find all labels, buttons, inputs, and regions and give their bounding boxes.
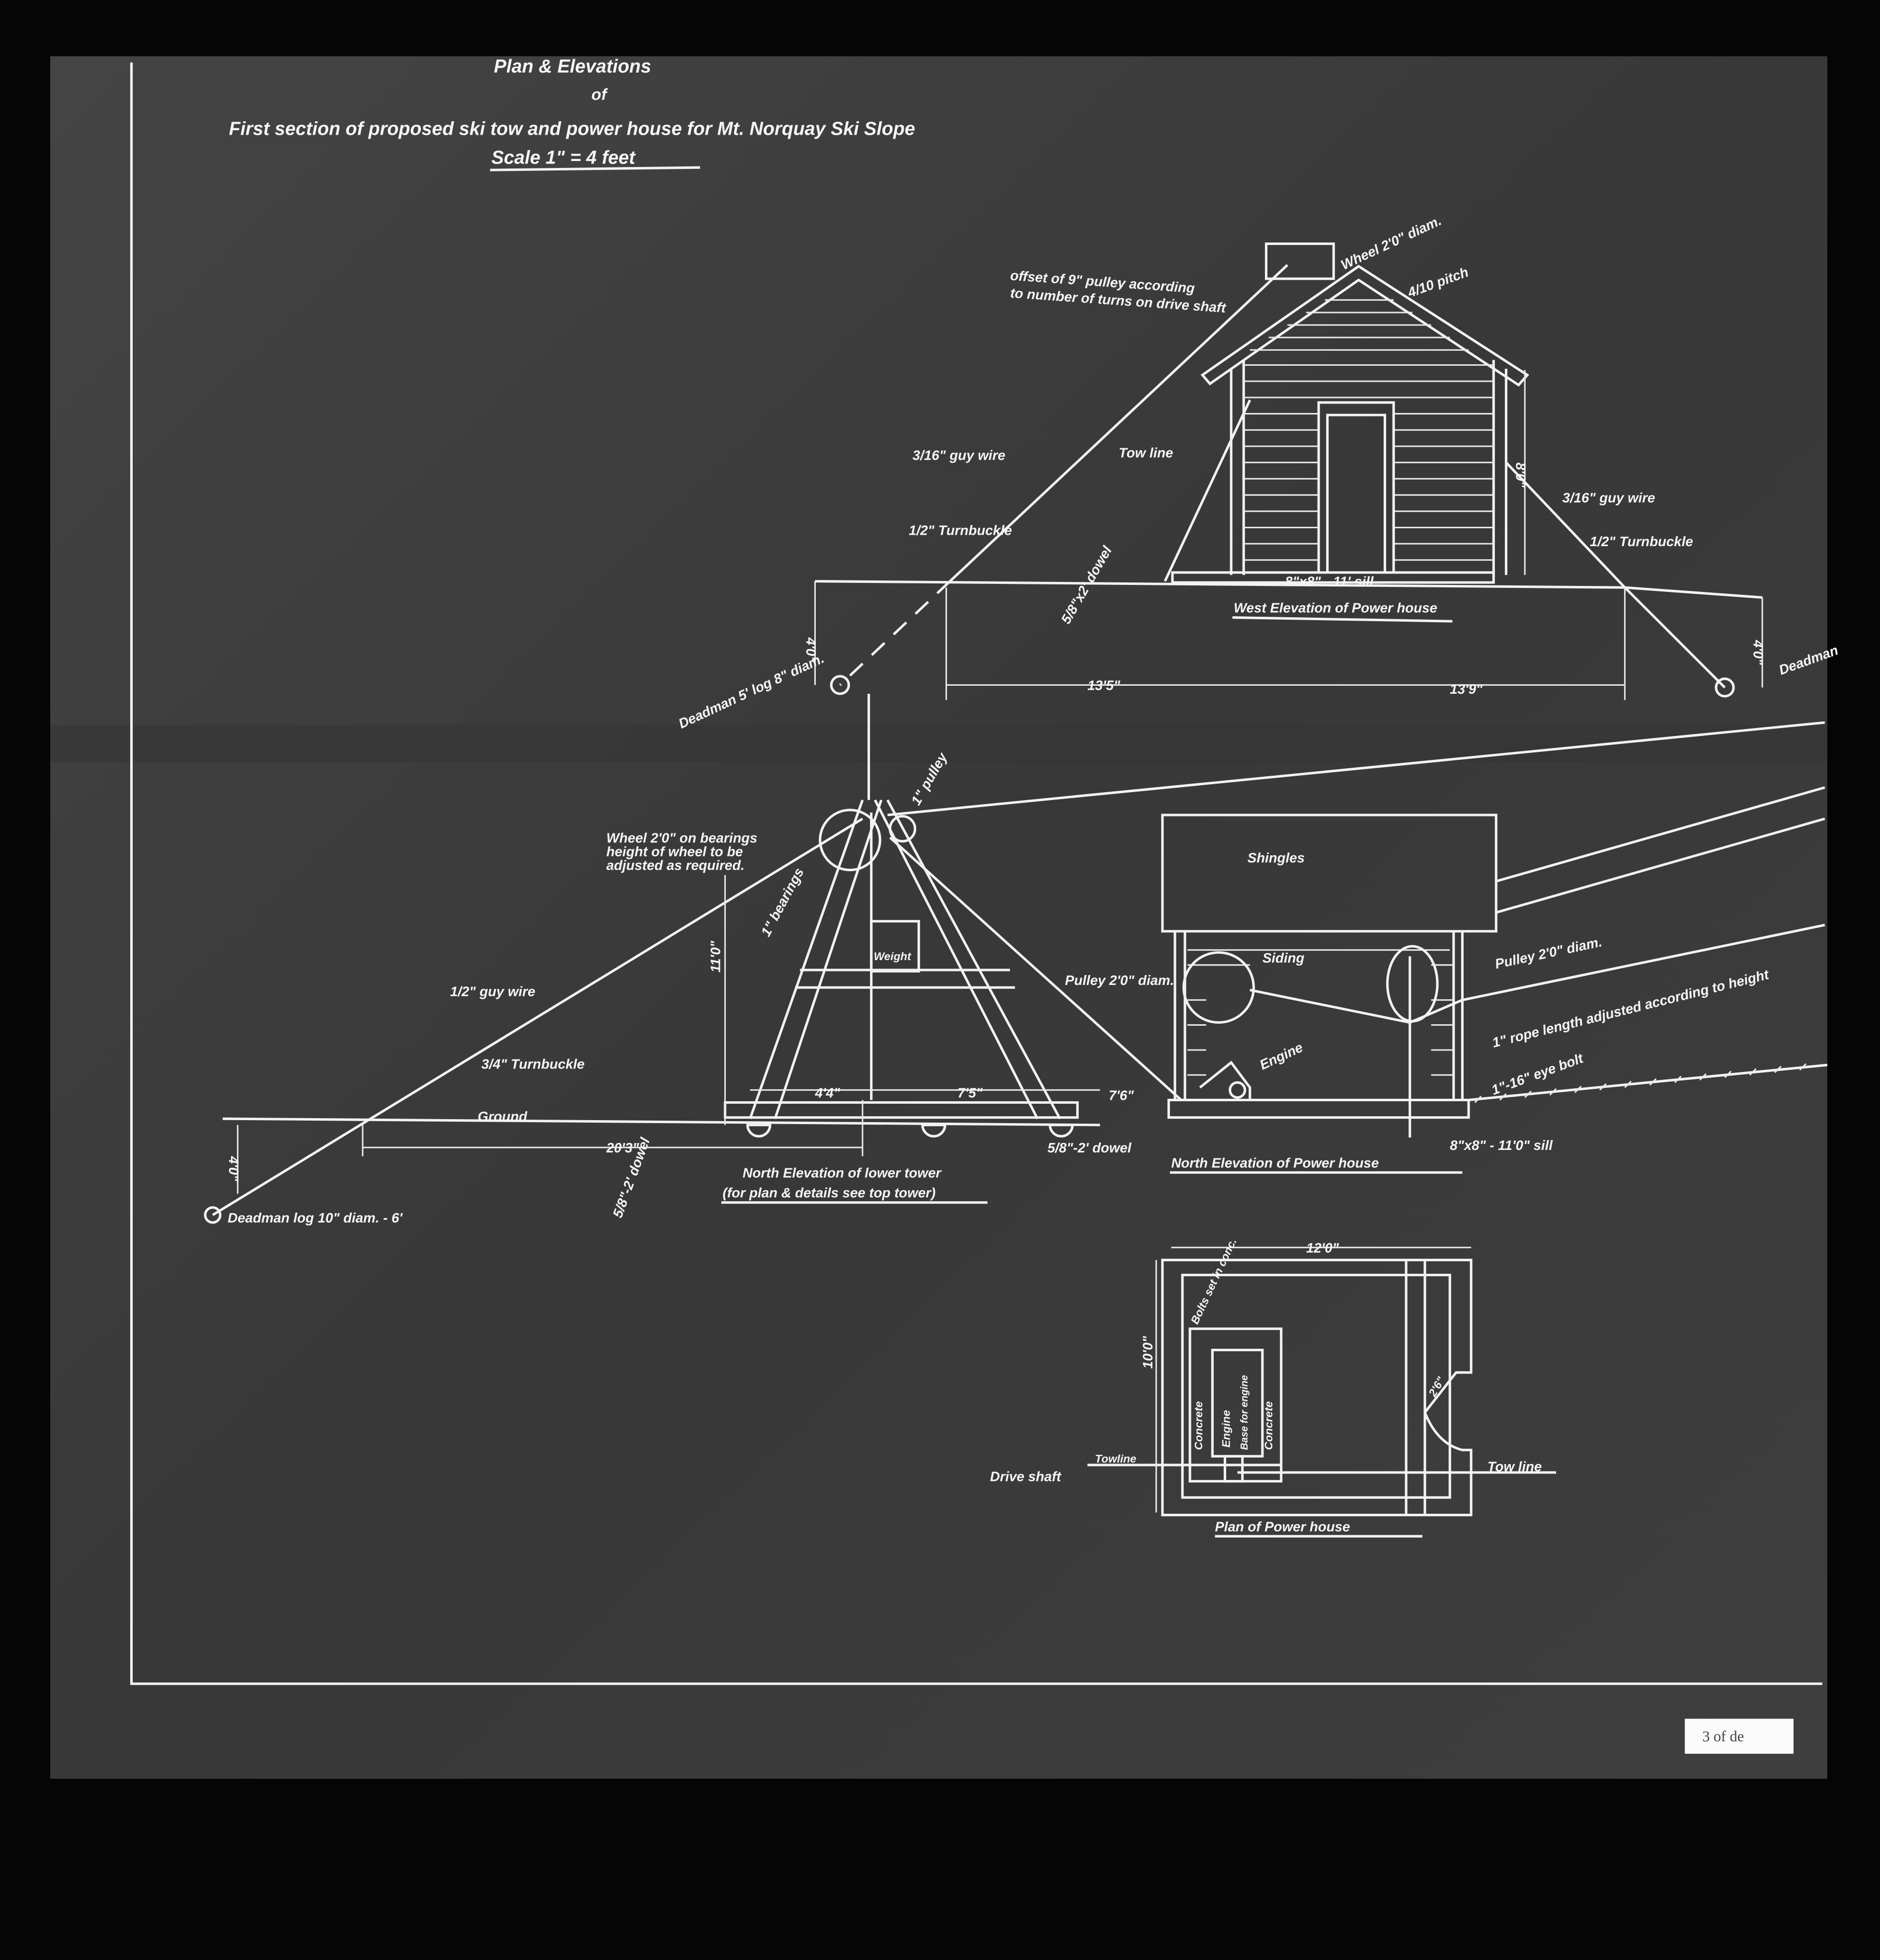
depth-label: 10'0"	[1140, 1336, 1156, 1369]
plan-caption: Plan of Power house	[1215, 1519, 1350, 1534]
stamp-box	[1685, 1718, 1794, 1754]
shingles-label: Shingles	[1248, 850, 1305, 866]
dim-wall: 8'0"	[1513, 463, 1529, 488]
plan-outer-wall	[1161, 1258, 1473, 1517]
paper	[50, 56, 1827, 1779]
dim-left: 13'5"	[1088, 677, 1121, 693]
tow-lines	[1087, 1464, 1557, 1474]
concrete-left-label: Concrete	[1192, 1401, 1205, 1450]
dim-depth-left: 4'0"	[803, 637, 819, 663]
fold-shadow	[50, 725, 1827, 763]
lower-dimension-lines	[236, 875, 1100, 1194]
dim-span: 20'3"	[606, 1140, 639, 1155]
tower-legs	[749, 799, 1061, 1120]
walls	[1174, 931, 1464, 1100]
pulley-icon	[888, 815, 917, 843]
roof-shingles	[1161, 814, 1497, 933]
rope-line	[1250, 923, 1825, 1024]
tow-lines	[887, 721, 1825, 1101]
siding-lines	[1244, 299, 1494, 561]
dimension-lines	[814, 370, 1763, 700]
turnbuckle-right-label: 1/2" Turnbuckle	[1590, 534, 1693, 549]
stamp-text: 3 of de	[1702, 1728, 1744, 1745]
deadman-right-icon	[1715, 677, 1735, 698]
siding-label: Siding	[1262, 950, 1305, 966]
caption-underline	[1232, 616, 1453, 623]
width-label: 12'0"	[1306, 1240, 1339, 1255]
sill	[1171, 571, 1495, 584]
lower-tower-caption: North Elevation of lower tower	[743, 1165, 942, 1180]
title-line-2: of	[591, 85, 608, 103]
plan-dimension-lines	[1155, 1246, 1472, 1513]
sill-label: 8"x8" - 11' sill	[1285, 574, 1374, 589]
scale-underline	[490, 166, 701, 171]
ground-hatching	[1474, 1063, 1807, 1103]
tow-line	[1164, 399, 1252, 582]
wheel-note-3: adjusted as required.	[606, 858, 744, 873]
turnbuckle-label: 3/4" Turnbuckle	[481, 1057, 585, 1072]
anchor-icons	[746, 1124, 1074, 1138]
drive-shaft-coupling	[1223, 1455, 1244, 1483]
chimney-pulley-box	[1264, 242, 1335, 280]
sheet-number-stamp: 3 of de	[1685, 1718, 1794, 1754]
dim-c: 7'6"	[1109, 1087, 1134, 1103]
sill	[1167, 1098, 1470, 1119]
pulley-left-icon	[1182, 951, 1255, 1024]
slope-lines	[1495, 786, 1825, 914]
plan-inner-wall	[1181, 1274, 1451, 1499]
wheel-icon	[819, 809, 881, 872]
north-elevation-caption: North Elevation of Power house	[1171, 1155, 1379, 1170]
guy-wire-right-label: 3/16" guy wire	[1563, 490, 1655, 505]
title-block: Plan & Elevations of First section of pr…	[229, 56, 915, 171]
engine-label: Engine	[1220, 1410, 1233, 1447]
dim-depth: 4'0"	[226, 1156, 241, 1182]
sill-label: 8"x8" - 11'0" sill	[1450, 1138, 1553, 1153]
towline-left-label: Towline	[1095, 1453, 1136, 1465]
tower-crossbars	[795, 969, 1015, 989]
guy-wire-label: 1/2" guy wire	[450, 984, 535, 999]
walls	[1230, 360, 1507, 575]
wheel-note-2: height of wheel to be	[606, 844, 743, 859]
west-elevation-caption: West Elevation of Power house	[1234, 600, 1437, 615]
height-label: 11'0"	[707, 940, 723, 973]
lower-guy-wire	[212, 817, 863, 1217]
wheel-note-1: Wheel 2'0" on bearings	[606, 830, 757, 845]
dim-a: 4'4"	[814, 1085, 840, 1100]
dim-right: 13'9"	[1450, 681, 1483, 697]
weight-label: Weight	[874, 950, 912, 963]
pulley-left-label: Pulley 2'0" diam.	[1065, 973, 1175, 988]
drive-shaft-label: Drive shaft	[990, 1469, 1062, 1484]
lower-tower-subcaption: (for plan & details see top tower)	[722, 1185, 936, 1201]
guy-wire-left-label: 3/16" guy wire	[913, 448, 1006, 463]
guy-wire-left	[949, 264, 1288, 582]
turnbuckle-left-label: 1/2" Turnbuckle	[909, 523, 1012, 538]
tow-line-label: Tow line	[1119, 445, 1174, 461]
base-label: Base for engine	[1239, 1375, 1250, 1450]
ground-label: Ground	[477, 1109, 528, 1124]
title-line-3: First section of proposed ski tow and po…	[229, 118, 915, 139]
deadman-lower-icon	[204, 1206, 222, 1224]
siding-lines	[1187, 949, 1453, 1076]
deadman-label: Deadman log 10" diam. - 6'	[228, 1210, 403, 1225]
dowel-right: 5/8"-2' dowel	[1047, 1140, 1132, 1155]
engine-icon	[1199, 1061, 1252, 1100]
scale-label: Scale 1" = 4 feet	[491, 147, 636, 168]
title-line-1: Plan & Elevations	[494, 56, 651, 77]
concrete-right-label: Concrete	[1262, 1401, 1275, 1450]
border-line	[130, 62, 1822, 1685]
deadman-left-icon	[830, 675, 850, 695]
dim-b: 7'5"	[957, 1085, 983, 1100]
roof	[1200, 264, 1530, 387]
guy-wire-left-buried	[839, 580, 951, 686]
towline-right-label: Tow line	[1488, 1459, 1542, 1474]
dim-depth-right: 4'0"	[1750, 640, 1766, 665]
door	[1317, 401, 1395, 573]
